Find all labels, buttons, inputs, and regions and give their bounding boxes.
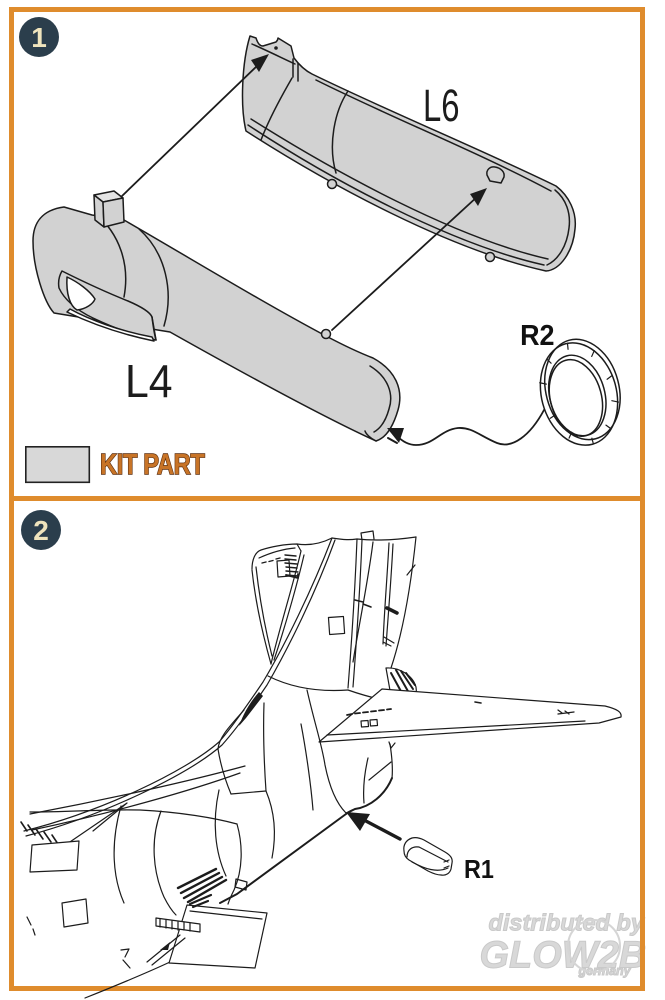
svg-text:distributed by: distributed by [489,910,646,936]
svg-text:distributed by: distributed by [489,910,646,936]
svg-text:L6: L6 [423,81,460,131]
svg-text:germany: germany [578,964,632,978]
svg-text:R1: R1 [464,856,494,884]
svg-text:distributed by: distributed by [490,911,647,937]
svg-text:KIT PART: KIT PART [100,448,205,481]
svg-text:2: 2 [33,515,49,546]
svg-text:germany: germany [579,966,633,980]
svg-text:R2: R2 [520,319,554,351]
svg-text:germany: germany [578,964,632,978]
svg-text:1: 1 [31,22,47,53]
svg-text:L4: L4 [125,357,173,408]
